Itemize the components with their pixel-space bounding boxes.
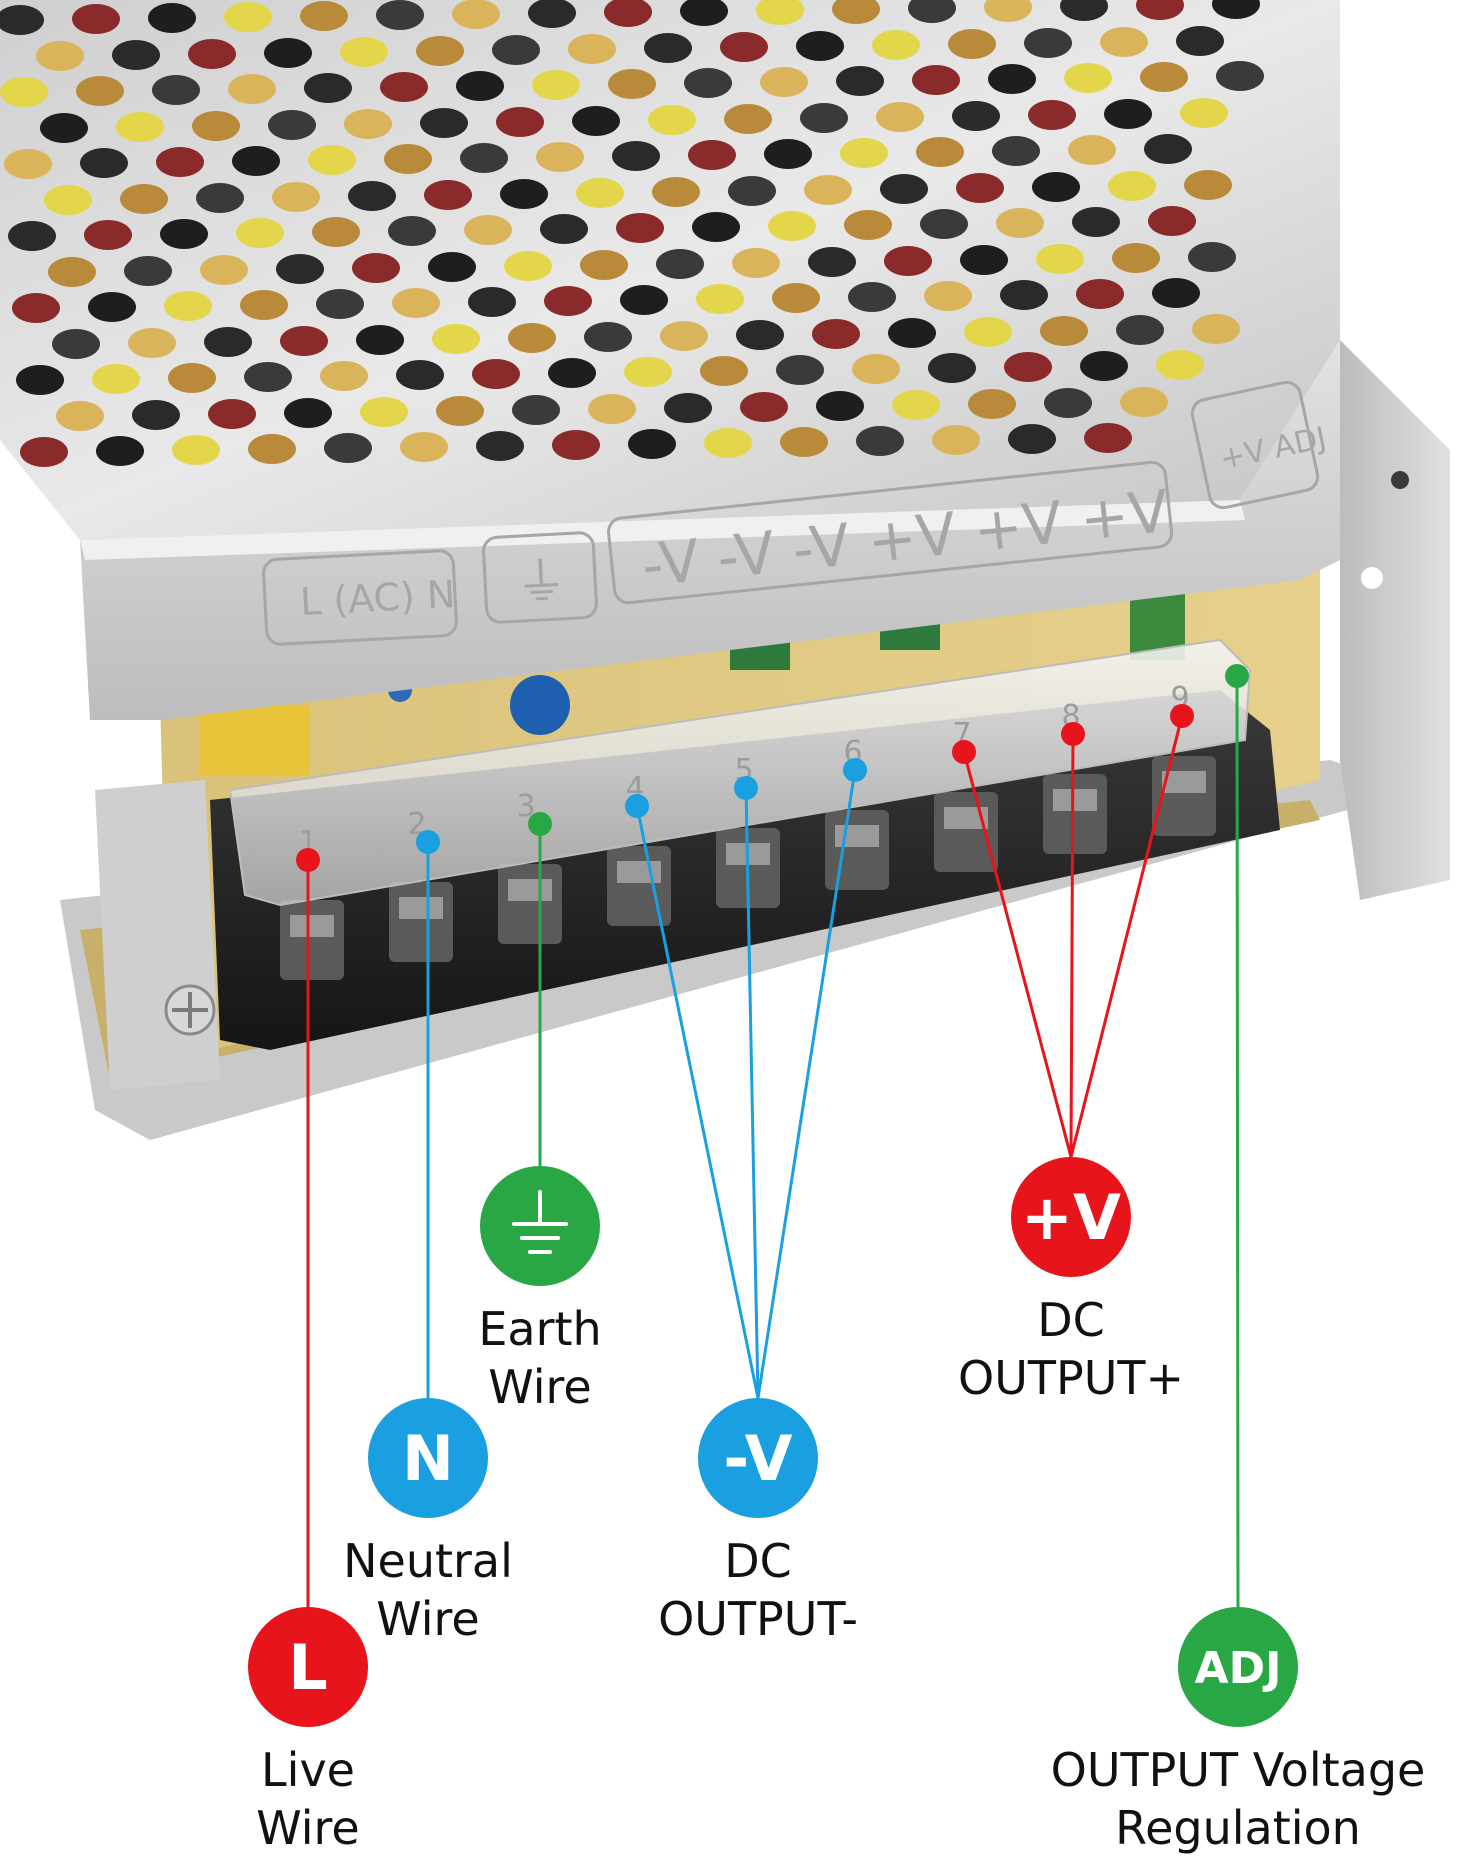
adj-label-line2: Regulation: [1115, 1801, 1361, 1855]
v-terminal-dot: [843, 758, 867, 782]
v-terminal-dot: [1170, 704, 1194, 728]
terminal-screw-cells: [280, 756, 1216, 980]
n-badge-text: N: [402, 1422, 454, 1495]
v-badge: [1011, 1157, 1131, 1277]
ventilation-holes: [0, 0, 1264, 467]
l-terminal-dot: [296, 848, 320, 872]
v-terminal-dot: [952, 740, 976, 764]
terminal-number-3: 3: [516, 789, 535, 824]
earth-label-line2: Wire: [488, 1360, 592, 1414]
right-side-wall: [1340, 340, 1450, 900]
v-terminal-dot: [1061, 722, 1085, 746]
ac-marking: L (AC) N: [299, 572, 456, 624]
earth-terminal-dot: [528, 812, 552, 836]
v-terminal-dot: [734, 776, 758, 800]
terminal-cover: [228, 638, 1252, 907]
n-label-line2: Wire: [376, 1592, 480, 1646]
adj-wire: [1235, 675, 1240, 1608]
n-terminal-dot: [416, 830, 440, 854]
adj-badge-text: ADJ: [1195, 1643, 1282, 1694]
earth-label-line1: Earth: [478, 1302, 602, 1356]
v-wire: [744, 787, 760, 1399]
v-wire: [756, 769, 857, 1399]
v-label-line2: OUTPUT-: [658, 1592, 858, 1646]
v-label-line1: DC: [724, 1534, 792, 1588]
v-wire: [962, 751, 1073, 1158]
adj-badge: [1178, 1607, 1298, 1727]
adj-label-line1: OUTPUT Voltage: [1050, 1743, 1426, 1797]
l-badge: [248, 1607, 368, 1727]
earth-marking: ⏚: [514, 552, 569, 615]
lid-front-rim: [80, 500, 1245, 560]
left-mounting-tab: [95, 780, 220, 1090]
earth-ground-icon: [512, 1190, 568, 1254]
v-wire: [1069, 715, 1184, 1158]
n-badge: [368, 1398, 488, 1518]
l-badge-text: L: [288, 1631, 328, 1704]
connection-wires: [306, 675, 1240, 1608]
v-badge: [698, 1398, 818, 1518]
v-label-line2: OUTPUT+: [957, 1351, 1185, 1405]
v-wire: [635, 805, 760, 1399]
v-wire: [1069, 733, 1075, 1158]
v-label-line1: DC: [1037, 1293, 1105, 1347]
n-label-line1: Neutral: [343, 1534, 513, 1588]
adj-terminal-dot: [1225, 664, 1249, 688]
connection-badges: L N -V +V ADJ: [248, 1157, 1298, 1727]
v-badge-text: +V: [1021, 1181, 1121, 1254]
v-badge-text: -V: [723, 1422, 792, 1495]
l-label-line2: Wire: [256, 1801, 360, 1855]
v-terminal-dot: [625, 794, 649, 818]
terminal-dots: [296, 664, 1249, 872]
l-label-line1: Live: [261, 1743, 355, 1797]
